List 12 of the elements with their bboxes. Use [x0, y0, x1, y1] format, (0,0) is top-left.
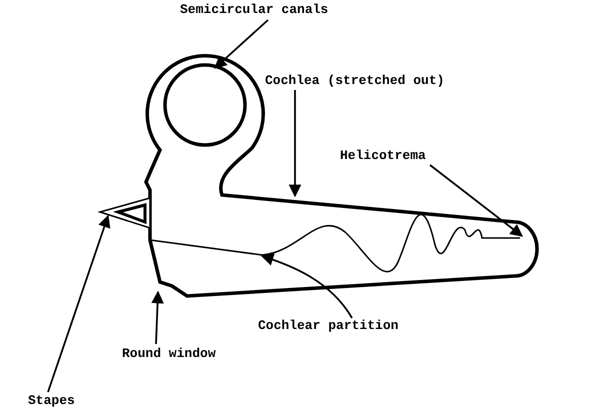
leader-line: [260, 254, 353, 318]
leader-line: [288, 90, 302, 198]
leader-line: [47, 214, 110, 392]
leader-line: [151, 290, 164, 344]
leader-line: [214, 19, 269, 69]
part-label: Helicotrema: [340, 148, 426, 164]
part-label: Stapes: [28, 393, 75, 409]
leader-line: [429, 164, 523, 237]
part-label: Round window: [122, 346, 216, 362]
part-label: Cochlea (stretched out): [265, 73, 444, 89]
part-label: Semicircular canals: [180, 2, 328, 18]
part-label: Cochlear partition: [258, 318, 398, 334]
